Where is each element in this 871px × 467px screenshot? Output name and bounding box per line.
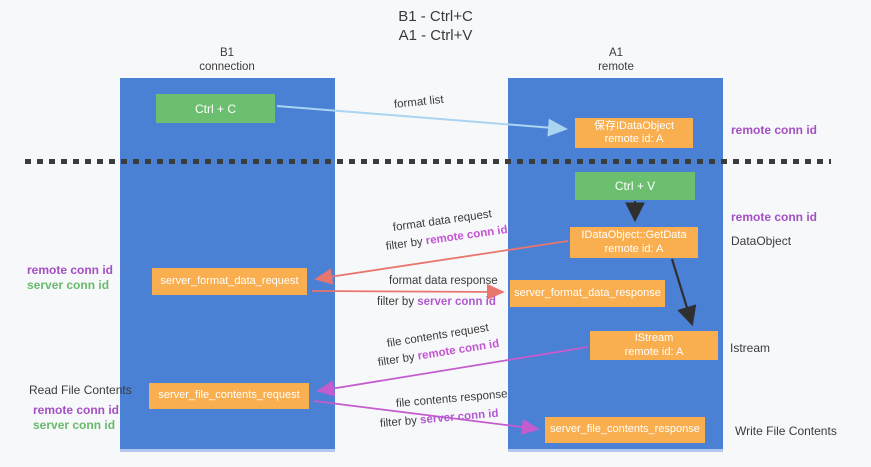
server-file-contents-response-box: server_file_contents_response (545, 417, 705, 443)
title-line-1: B1 - Ctrl+C (398, 8, 473, 25)
server-file-contents-request-label: server_file_contents_request (158, 389, 300, 402)
server-format-data-request-box: server_format_data_request (152, 268, 307, 295)
server-file-contents-response-label: server_file_contents_response (550, 423, 700, 436)
write-file-contents-label: Write File Contents (735, 424, 837, 438)
istream-line1: IStream (634, 332, 674, 344)
right-lane-header: A1 remote (556, 46, 676, 74)
server-format-data-response-box: server_format_data_response (510, 280, 665, 307)
arrow-format-data-response (311, 283, 505, 301)
server-format-data-response-label: server_format_data_response (514, 286, 661, 299)
istream-box: IStream remote id: A (590, 331, 718, 360)
arrow-format-list (276, 105, 568, 137)
right-mid-remote-conn-id-label: remote conn id (731, 210, 818, 224)
ctrl-v-box: Ctrl + V (575, 172, 695, 200)
ctrl-v-label: Ctrl + V (614, 179, 656, 193)
dataobject-label: DataObject (731, 234, 792, 248)
arrow-file-contents-response (313, 400, 540, 436)
left-server-conn-id-label: server conn id (27, 278, 110, 292)
session-divider-dashed-line (25, 159, 831, 164)
istream-line2: remote id: A (624, 345, 684, 358)
save-dataobject-line1: 保存IDataObject (593, 119, 675, 132)
left-bottom-server-conn-id-label: server conn id (33, 418, 116, 432)
istream-side-label: Istream (730, 341, 771, 355)
ctrl-c-label: Ctrl + C (194, 101, 236, 116)
title-line-2: A1 - Ctrl+V (398, 27, 473, 44)
left-remote-conn-id-label: remote conn id (27, 263, 114, 277)
right-lane-role: remote (598, 61, 634, 73)
left-bottom-remote-conn-id-label: remote conn id (33, 403, 120, 417)
left-lane-name: B1 (219, 47, 235, 59)
format-data-response-label: format data response (389, 275, 498, 287)
getdata-line1: IDataObject::GetData (581, 229, 687, 241)
left-lane-role: connection (199, 61, 255, 73)
server-file-contents-request-box: server_file_contents_request (149, 383, 309, 409)
save-dataobject-line2: remote id: A (604, 133, 664, 145)
server-conn-id-key: server conn id (417, 296, 496, 308)
arrow-getdata-to-istream (670, 258, 697, 327)
filter-by-text: filter by (377, 296, 418, 308)
arrow-file-contents-request (316, 346, 589, 397)
getdata-line2: remote id: A (604, 242, 664, 255)
ctrl-c-box: Ctrl + C (156, 94, 275, 123)
right-top-remote-conn-id-label: remote conn id (731, 123, 818, 137)
save-dataobject-box: 保存IDataObject remote id: A (575, 118, 693, 148)
getdata-box: IDataObject::GetData remote id: A (570, 227, 698, 258)
diagram-title: B1 - Ctrl+C A1 - Ctrl+V (0, 7, 871, 45)
server-format-data-request-label: server_format_data_request (160, 274, 299, 287)
format-data-response-filter-label: filter by server conn id (377, 296, 496, 308)
left-lane-header: B1 connection (167, 46, 287, 74)
read-file-contents-label: Read File Contents (29, 383, 132, 397)
right-lane-name: A1 (608, 47, 624, 59)
arrow-format-data-request (314, 240, 569, 285)
